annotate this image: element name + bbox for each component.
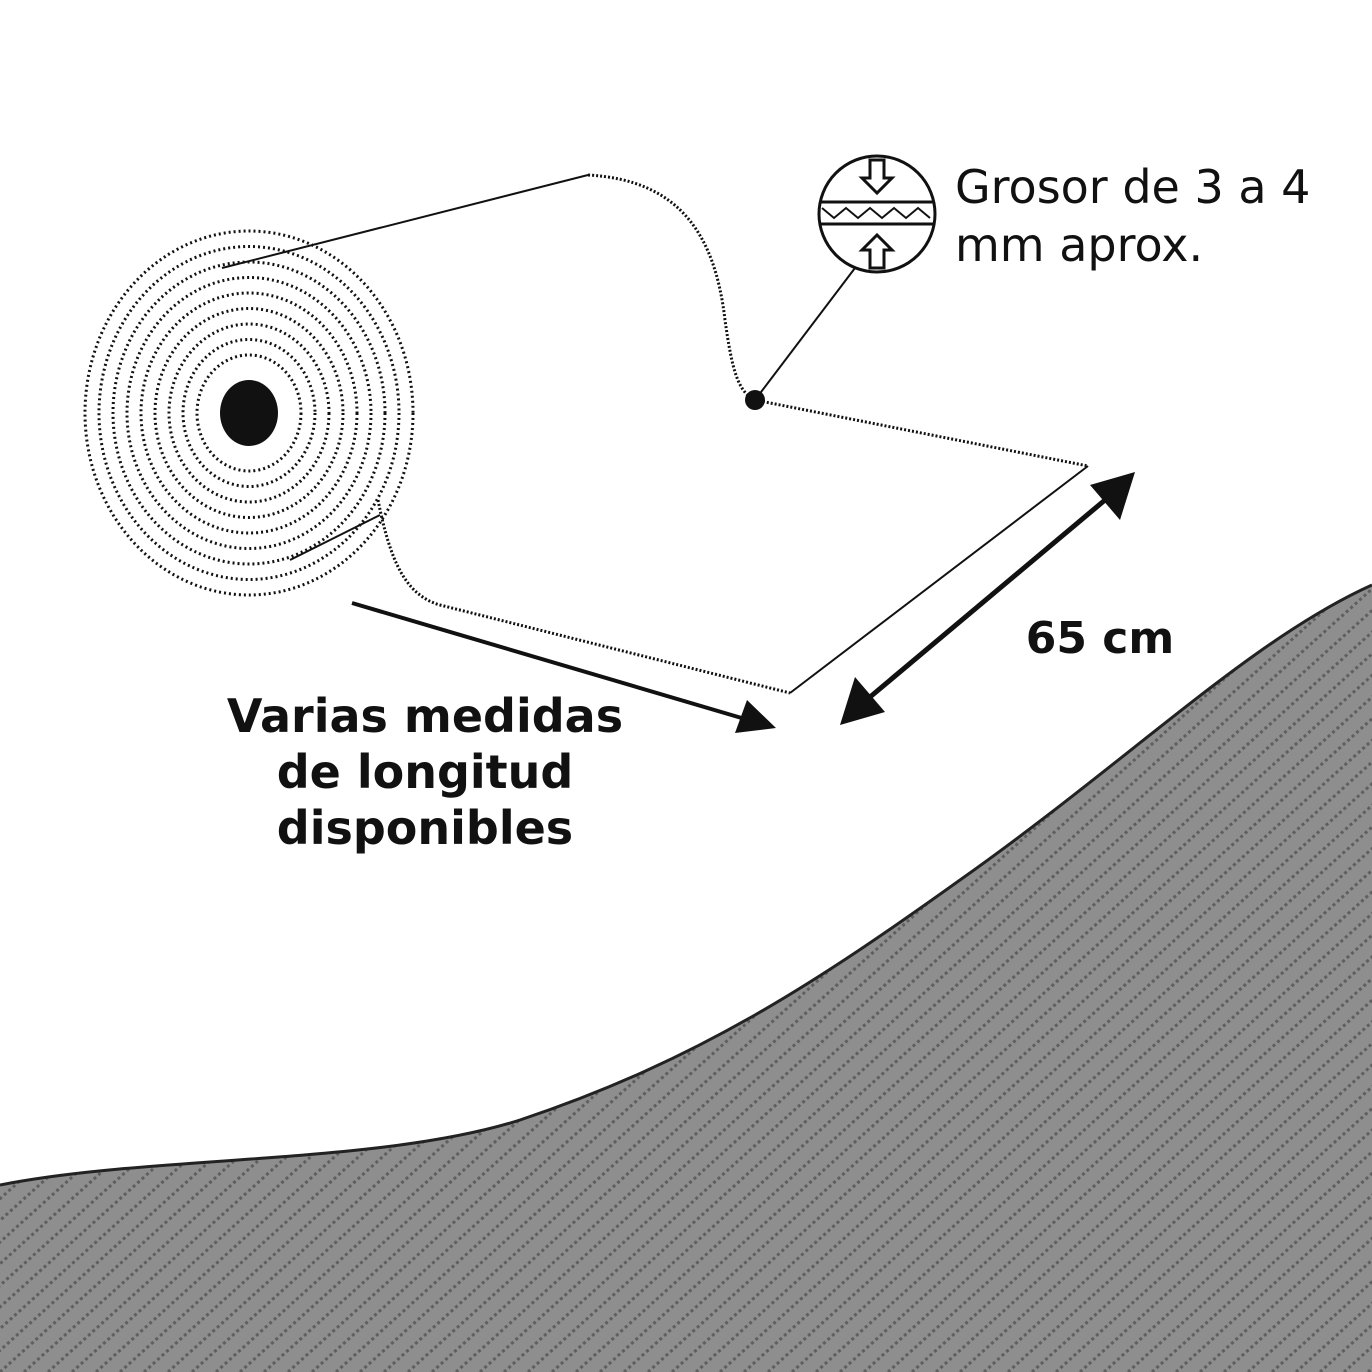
mat-rib (766, 585, 1372, 1372)
mat-rib (790, 585, 1372, 1372)
mat-rib (670, 585, 1372, 1372)
mat-rib (694, 585, 1372, 1372)
thickness-label-line1: Grosor de 3 a 4 (955, 160, 1311, 214)
mat-rib (742, 585, 1372, 1372)
ribbed-mat-texture (0, 583, 1372, 1372)
roll-ring (167, 322, 331, 504)
roll-ring (97, 245, 401, 581)
mat-rib (502, 585, 1372, 1372)
mat-rib (574, 585, 1372, 1372)
roll-ring (111, 260, 387, 566)
length-label: Varias medidas de longitud disponibles (200, 688, 650, 856)
thickness-label-line2: mm aprox. (955, 218, 1204, 272)
roll-ring (181, 338, 317, 488)
length-label-line3: disponibles (276, 801, 574, 855)
thickness-label: Grosor de 3 a 4 mm aprox. (955, 158, 1355, 274)
roll-ring (139, 291, 359, 535)
thickness-detail-icon (817, 154, 937, 274)
mat-rib (526, 585, 1372, 1372)
length-label-line2: de longitud (276, 745, 574, 799)
mat-rib (886, 585, 1372, 1372)
mat-roll-illustration (83, 173, 1089, 695)
arrow-icon (351, 601, 776, 733)
mat-rib (478, 585, 1372, 1372)
double-arrow-icon (840, 472, 1135, 725)
roll-ring (125, 276, 373, 550)
thickness-callout-pointer (745, 267, 856, 410)
roll-core (220, 380, 278, 446)
mat-rib (838, 585, 1372, 1372)
mat-rib (862, 585, 1372, 1372)
roll-ring (195, 353, 303, 473)
mat-rib (550, 585, 1372, 1372)
width-label: 65 cm (1025, 613, 1175, 664)
roll-ring (153, 307, 345, 519)
mat-rib (622, 585, 1372, 1372)
mat-rib (814, 585, 1372, 1372)
mat-rib (454, 585, 1358, 1372)
mat-rib (718, 585, 1372, 1372)
roll-ring (83, 229, 415, 597)
mat-rib (598, 585, 1372, 1372)
mat-rib (646, 585, 1372, 1372)
mat-rib (910, 585, 1372, 1372)
length-label-line1: Varias medidas (226, 689, 624, 743)
